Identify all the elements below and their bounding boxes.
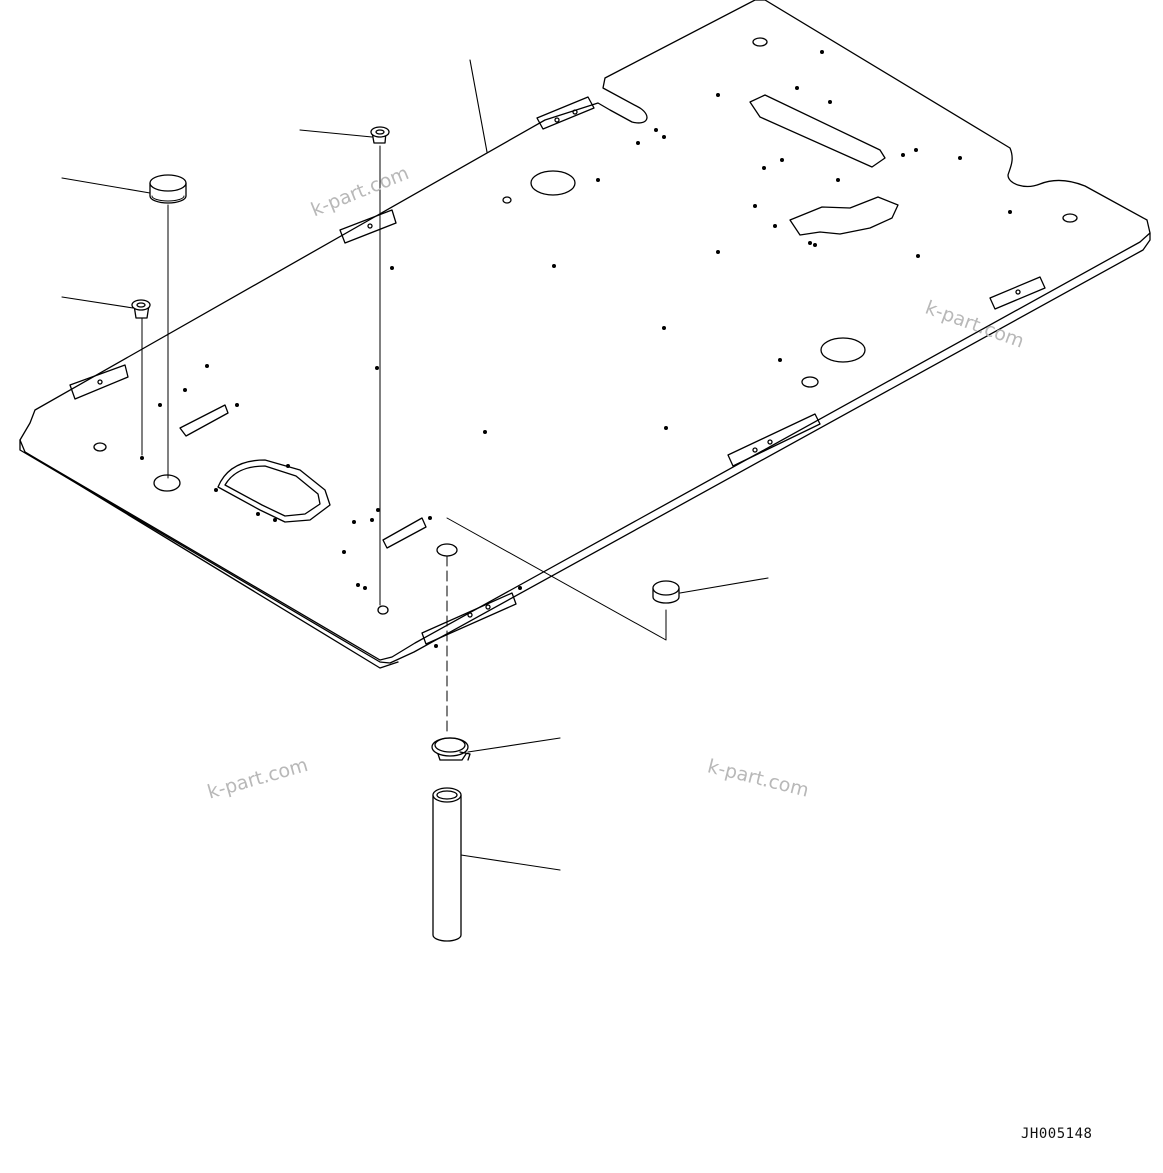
drawing-code: JH005148: [1021, 1126, 1093, 1142]
mounting-tab: [421, 592, 517, 645]
floor-plate: [19, 0, 1151, 669]
drain-hose: [432, 787, 462, 942]
mounting-tab: [536, 96, 595, 130]
plug-large: [149, 174, 187, 204]
round-hole: [752, 37, 768, 47]
mounting-tab: [989, 276, 1046, 310]
round-hole: [801, 376, 819, 388]
bolt-holes: [140, 50, 1012, 648]
grommet: [131, 299, 151, 319]
round-hole: [436, 543, 458, 557]
mounting-tab: [69, 364, 129, 400]
access-opening-inner: [224, 465, 321, 517]
leader-lines: [61, 59, 769, 871]
floor-plate-edge-inner: [24, 451, 399, 669]
assembly-lines: [141, 145, 667, 736]
mounting-tab: [727, 413, 821, 467]
hose-clamp: [431, 737, 471, 761]
round-hole: [377, 605, 389, 615]
grommet: [370, 126, 390, 144]
round-hole: [502, 196, 512, 204]
shaped-cutout: [789, 196, 899, 236]
floor-plate-edge: [19, 232, 1151, 664]
round-hole: [530, 170, 576, 196]
plug-small: [652, 580, 680, 604]
access-opening: [217, 459, 331, 523]
round-hole: [1062, 213, 1078, 223]
round-hole: [93, 442, 107, 452]
slot-large: [749, 94, 886, 168]
mounting-tab: [339, 209, 397, 244]
round-hole: [153, 474, 181, 492]
round-hole: [820, 337, 866, 363]
slot-small: [179, 404, 229, 437]
slot-small: [382, 517, 427, 549]
floor-plate-outline: [19, 0, 1151, 661]
